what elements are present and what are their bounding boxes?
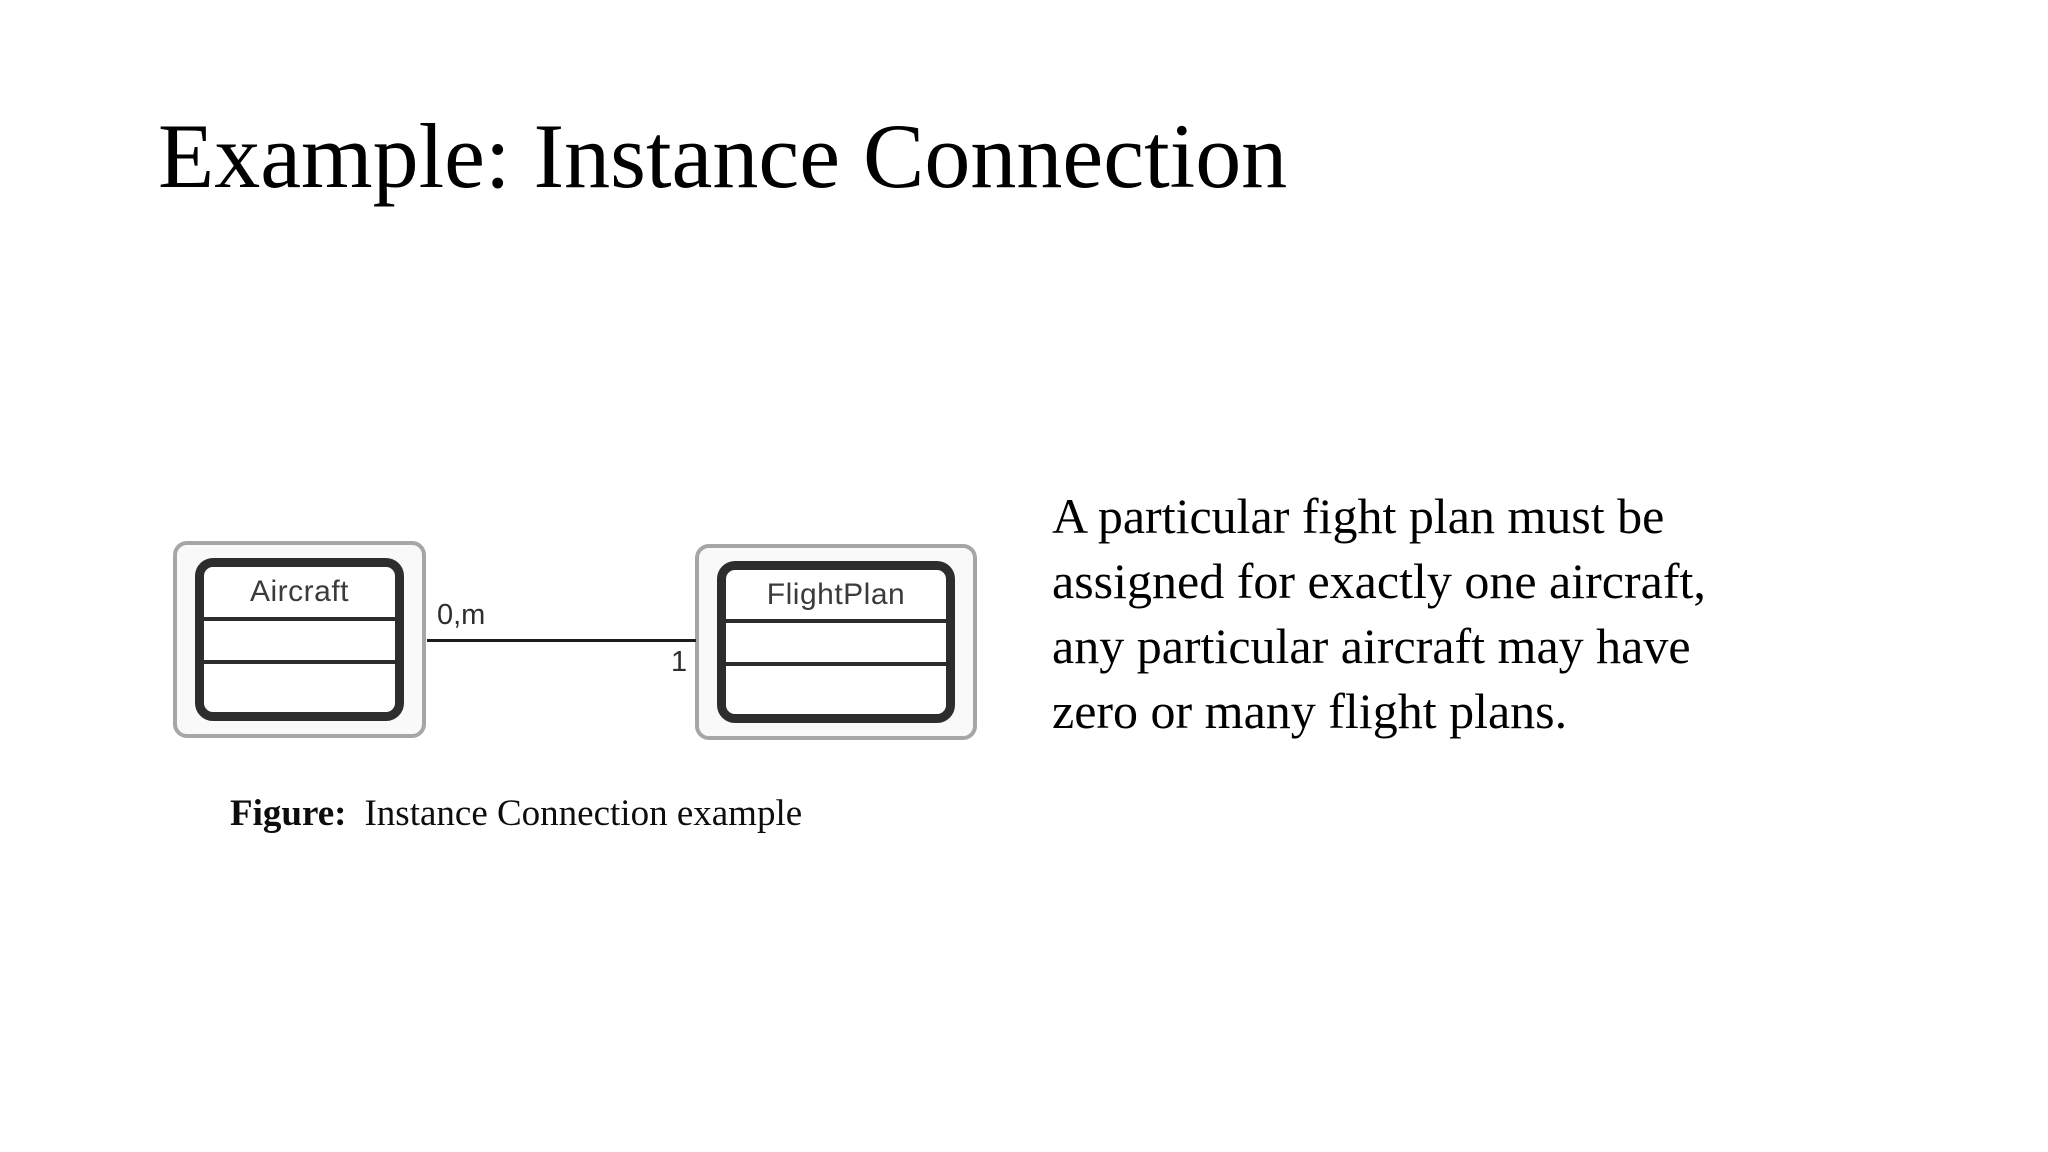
figure-caption-label: Figure: bbox=[230, 793, 347, 834]
multiplicity-label-aircraft-end: 0,m bbox=[437, 599, 486, 631]
operations-compartment bbox=[726, 666, 946, 714]
class-box-flightplan: FlightPlan bbox=[695, 544, 977, 740]
body-line: assigned for exactly one aircraft, bbox=[1052, 553, 1706, 609]
operations-compartment bbox=[204, 664, 395, 712]
instance-connection-line bbox=[427, 639, 696, 642]
multiplicity-label-flightplan-end: 1 bbox=[671, 646, 688, 678]
class-name-compartment: Aircraft bbox=[204, 567, 395, 621]
attributes-compartment bbox=[726, 623, 946, 667]
body-line: any particular aircraft may have bbox=[1052, 618, 1691, 674]
class-name-label: FlightPlan bbox=[766, 577, 906, 611]
class-name-label: Aircraft bbox=[249, 574, 349, 608]
class-box-aircraft-inner: Aircraft bbox=[195, 558, 404, 721]
page-title: Example: Instance Connection bbox=[158, 105, 1288, 207]
body-line: A particular fight plan must be bbox=[1052, 488, 1665, 544]
class-name-compartment: FlightPlan bbox=[726, 570, 946, 624]
attributes-compartment bbox=[204, 621, 395, 665]
class-box-aircraft: Aircraft bbox=[173, 541, 426, 738]
body-paragraph: A particular fight plan must be assigned… bbox=[1052, 484, 1706, 744]
class-box-flightplan-inner: FlightPlan bbox=[717, 561, 955, 723]
figure-caption: Figure: Instance Connection example bbox=[230, 792, 802, 835]
body-line: zero or many flight plans. bbox=[1052, 683, 1568, 739]
figure-caption-text: Instance Connection example bbox=[364, 793, 803, 834]
